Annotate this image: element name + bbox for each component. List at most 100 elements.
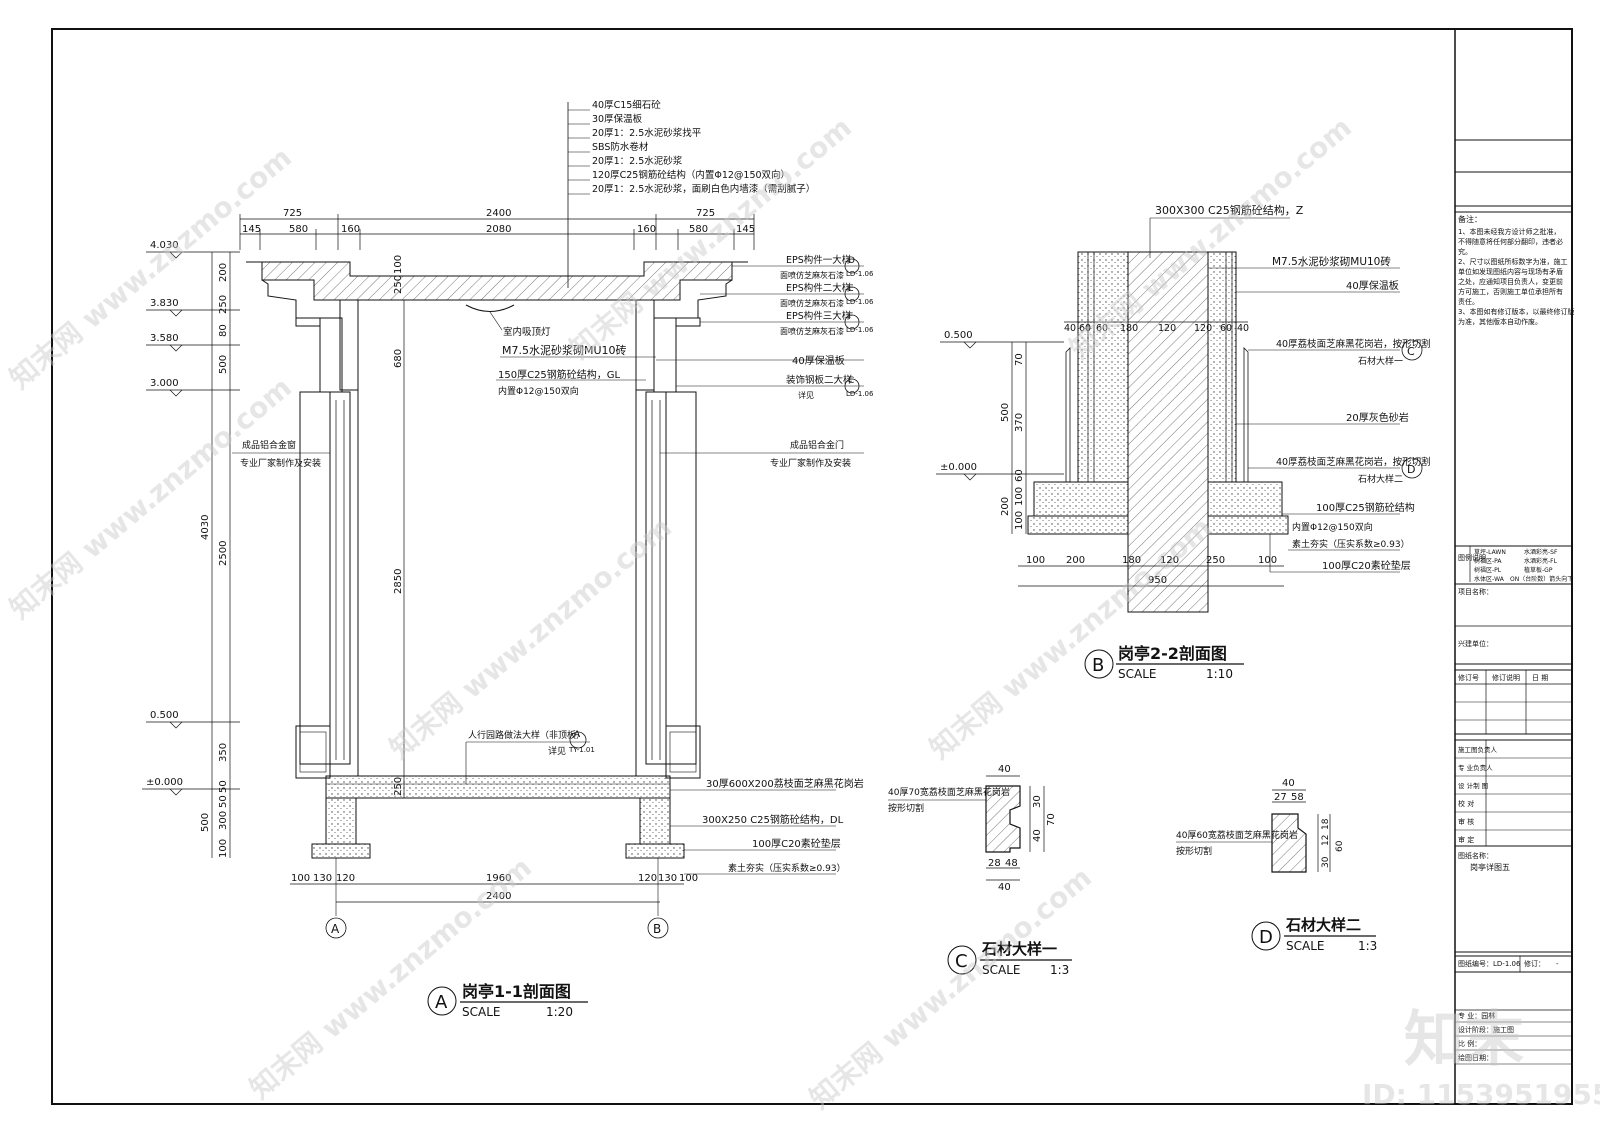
drawing-title: 岗亭2-2剖面图	[1118, 644, 1227, 663]
dim: 120	[336, 873, 355, 884]
detail-note-2: 按形切割	[888, 802, 924, 814]
note-line: 之处，应通知项目负责人，变更前	[1458, 277, 1563, 286]
title-block: 备注： 1、本图未经我方设计师之批准， 不得随意将任何部分翻印，违者必 究。 2…	[1455, 139, 1574, 1065]
title-bubble: A	[435, 992, 448, 1013]
callout-label: 装饰钢板二大样	[786, 374, 853, 386]
callout-label: EPS构件二大样	[786, 282, 851, 294]
note-line: 3、本图如有修订版本，以最终修订版	[1458, 307, 1574, 316]
notes-title: 备注：	[1458, 214, 1482, 224]
stone2-tag: D	[1407, 463, 1415, 476]
base-note-3: 素土夯实（压实系数≥0.93）	[1292, 538, 1410, 550]
watermark-id: ID: 1153951955	[1362, 1078, 1600, 1111]
level-label: ±0.000	[146, 777, 183, 788]
watermark-text: 知末网 www.znzmo.com	[243, 851, 538, 1106]
legend-item: 草坪-LAWN	[1474, 548, 1506, 556]
detail-note-2: 按形切割	[1176, 845, 1212, 857]
dim: 70	[1046, 813, 1057, 826]
dim: 18	[1321, 818, 1331, 830]
dim: 60	[1096, 323, 1108, 334]
dim: 2850	[393, 569, 404, 594]
stone-detail-two: 40 27 58 18 12 30 60 40厚60宽荔枝面芝麻黑花岗岩 按形切…	[1176, 778, 1377, 953]
top-note: 30厚保温板	[592, 113, 643, 125]
callout-tag: C	[848, 376, 854, 386]
dim: 28	[988, 858, 1001, 869]
dim: 145	[242, 224, 261, 235]
ceiling-light-label: 室内吸顶灯	[503, 326, 551, 338]
dim: 180	[1122, 555, 1141, 566]
legend-item: 树福区-PA	[1474, 557, 1502, 565]
scale-label: SCALE	[1286, 939, 1324, 953]
scale-label: SCALE	[982, 963, 1020, 977]
scale-value: 1:3	[1050, 963, 1069, 977]
dim: 100	[1026, 555, 1045, 566]
dim-total: 2400	[486, 891, 511, 902]
insulation-note: 40厚保温板	[792, 354, 845, 367]
dim: 100	[393, 255, 404, 274]
dim: 12	[1321, 835, 1331, 846]
stone1-note: 40厚荔枝面芝麻黑花岗岩，按形切割	[1276, 338, 1431, 350]
dim-total: 4030	[200, 515, 211, 540]
client-label: 兴建单位：	[1458, 639, 1493, 648]
legend-item: 树福区-PL	[1474, 566, 1502, 574]
dim: 40	[1282, 778, 1295, 789]
dim: 60	[1014, 469, 1025, 482]
callout-ref: LD-1.06	[846, 326, 874, 334]
dim: 50	[218, 780, 229, 793]
dim: 2500	[218, 541, 229, 566]
dim: 70	[1014, 353, 1025, 366]
callout-ref: LD-1.06	[846, 298, 874, 306]
dim: 1960	[486, 873, 511, 884]
dim: 100	[291, 873, 310, 884]
dim: 120	[1158, 323, 1176, 334]
title-bubble: C	[955, 951, 968, 972]
role-label: 设 计制 图	[1458, 781, 1488, 790]
dim: 27	[1274, 792, 1287, 803]
watermark-logo: 知末	[1404, 1005, 1524, 1075]
title-bubble: B	[1092, 655, 1104, 676]
base-note-2: 内置Φ12@150双向	[1292, 521, 1373, 533]
discipline: 专 业：园林	[1458, 1011, 1495, 1020]
dim: 250	[393, 777, 404, 796]
axis-b: B	[653, 922, 661, 936]
callout-tag: D	[848, 256, 855, 266]
dim: 120	[638, 873, 657, 884]
dim: 100	[1014, 487, 1025, 506]
callout-label: EPS构件三大样	[786, 310, 851, 322]
callout-sub: 面喷仿芝麻灰石漆	[780, 326, 844, 336]
dim: 58	[1291, 792, 1304, 803]
dim: 130	[313, 873, 332, 884]
note-line: 为准，其他版本自动作废。	[1458, 317, 1542, 326]
level-label: 3.000	[150, 378, 179, 389]
column-note: 300X300 C25钢筋砼结构，Z	[1155, 203, 1304, 217]
dim: 580	[289, 224, 308, 235]
stage: 设计阶段：施工图	[1458, 1025, 1514, 1034]
role-label: 校 对	[1458, 799, 1474, 808]
wall-note-b: M7.5水泥砂浆砌MU10砖	[1272, 255, 1391, 268]
window-note: 成品铝合金窗	[242, 439, 296, 451]
dim: 580	[689, 224, 708, 235]
dim: 350	[218, 743, 229, 762]
top-note: SBS防水卷材	[592, 141, 649, 153]
dim: 250	[393, 275, 404, 294]
legend-item: 水酒彩亮-SF	[1524, 548, 1558, 556]
dim: 48	[1005, 858, 1018, 869]
door-note: 成品铝合金门	[790, 439, 844, 451]
revision-value: -	[1556, 960, 1559, 968]
watermark-text: 知末网 www.znzmo.com	[923, 511, 1218, 766]
floor-note: 100厚C20素砼垫层	[752, 837, 841, 850]
stone2-note: 40厚荔枝面芝麻黑花岗岩，按形切割	[1276, 456, 1431, 468]
note-line: 责任。	[1458, 297, 1479, 306]
dim: 160	[341, 224, 360, 235]
dim: 250	[1206, 555, 1225, 566]
dim: 100	[1014, 511, 1025, 530]
note-line: 单位如发现图纸内容与现场有矛盾	[1458, 267, 1563, 276]
base-note: 100厚C25钢筋砼结构	[1316, 501, 1415, 514]
floor-note: 素土夯实（压实系数≥0.93）	[728, 862, 846, 874]
dim: 40	[1064, 323, 1076, 334]
revision-label: 修订：	[1524, 959, 1545, 968]
mortar-note: 20厚灰色砂岩	[1346, 411, 1409, 424]
dim: 500	[200, 813, 211, 832]
rev-header: 修订说明	[1492, 673, 1520, 682]
dim: 40	[998, 764, 1011, 775]
